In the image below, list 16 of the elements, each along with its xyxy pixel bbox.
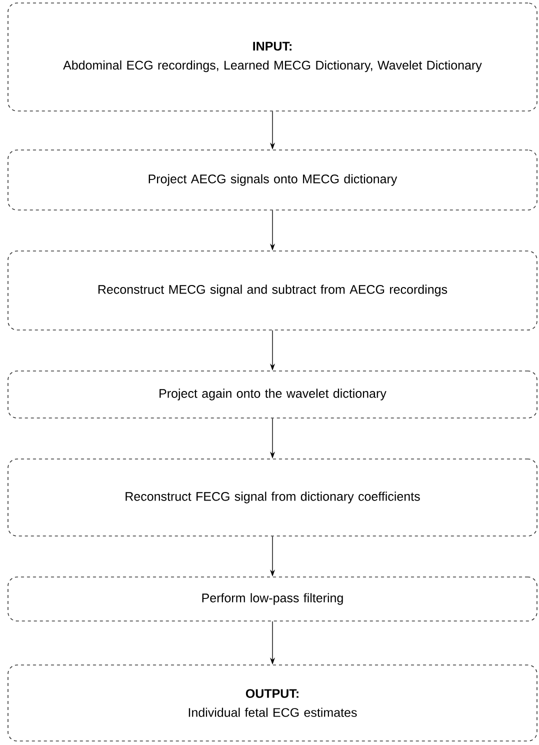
process-box [8,576,538,622]
process-box [8,664,538,742]
process-box [8,458,538,536]
box-text: Project again onto the wavelet dictionary [160,388,386,400]
box-text: Abdominal ECG recordings, Learned MECG Dictionary, Wavelet Dictionary [63,60,482,72]
process-box [8,2,538,112]
box-text: Project AECG signals onto MECG dictionary [148,174,398,186]
box-text: Perform low-pass filtering [202,593,343,605]
box-text: Reconstruct FECG signal from dictionary coefficients [126,492,420,504]
process-box [8,370,538,418]
box-text: Reconstruct MECG signal and subtract from AECG recordings [98,284,448,296]
box-heading: OUTPUT: [246,689,298,698]
process-box [8,150,538,210]
box-heading: INPUT: [253,42,292,51]
box-text: Individual fetal ECG estimates [188,708,357,717]
process-box [8,250,538,330]
